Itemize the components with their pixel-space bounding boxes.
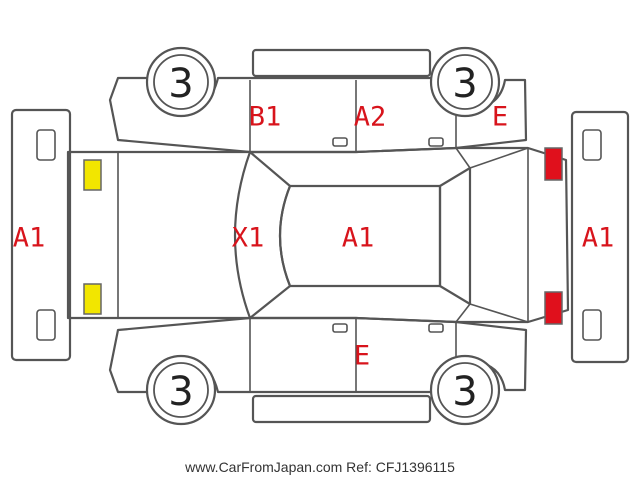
wheel-front-left-number: 3 <box>168 61 193 107</box>
front-bumper <box>10 108 72 362</box>
code-hood: X1 <box>232 223 265 254</box>
code-rear-bumper: A1 <box>582 223 615 254</box>
code-left-rear-door: A2 <box>354 102 387 133</box>
rear-bumper <box>570 110 630 364</box>
left-roof-rail <box>251 48 432 78</box>
top-view-body <box>66 146 570 324</box>
footer-reference: www.CarFromJapan.com Ref: CFJ1396115 <box>184 459 455 475</box>
wheel-rear-right: 3 <box>429 354 501 426</box>
code-left-front-door: B1 <box>249 102 282 133</box>
front-lamp-upper <box>83 159 102 191</box>
rear-lamp-lower <box>544 291 563 325</box>
wheel-rear-right-number: 3 <box>452 369 477 415</box>
wheel-front-left: 3 <box>145 46 217 118</box>
front-lamp-lower <box>83 283 102 315</box>
wheel-front-right-number: 3 <box>168 369 193 415</box>
code-right-rear-door: E <box>354 341 370 372</box>
wheel-rear-left-number: 3 <box>452 61 477 107</box>
right-roof-rail <box>251 394 432 424</box>
code-front-bumper: A1 <box>13 223 46 254</box>
rear-lamp-upper <box>544 147 563 181</box>
code-roof: A1 <box>342 223 375 254</box>
wheel-front-right: 3 <box>145 354 217 426</box>
code-left-rear-quarter: E <box>492 102 508 133</box>
wheel-rear-left: 3 <box>429 46 501 118</box>
